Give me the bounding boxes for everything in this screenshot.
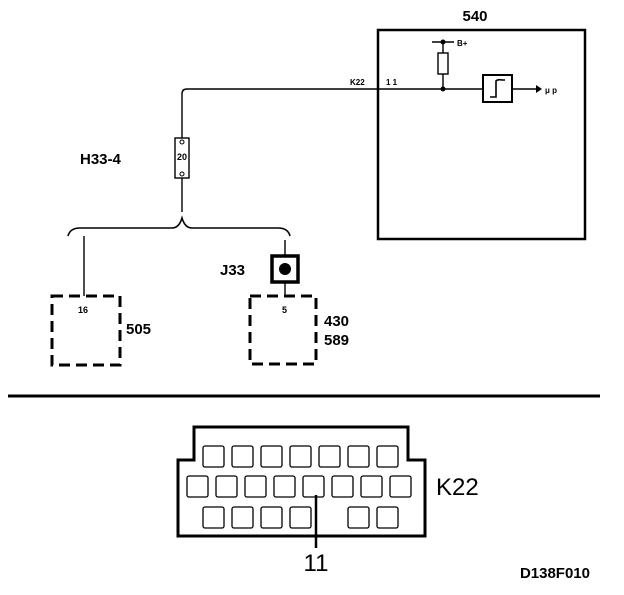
connector-k22-pins [186, 445, 412, 529]
splice-label: J33 [220, 262, 245, 279]
ecu-540-label: 540 [462, 8, 487, 25]
connector-pin [244, 475, 267, 498]
connector-pin [260, 506, 283, 529]
inline-connector-pin-bottom [179, 171, 185, 177]
connector-pin-highlighted [273, 475, 296, 498]
connector-pin [260, 445, 283, 468]
unit-505-box [50, 294, 122, 367]
connector-pin [231, 445, 254, 468]
schmitt-trigger-box [482, 74, 513, 103]
connector-pin [331, 475, 354, 498]
connector-k22-label: K22 [436, 474, 479, 501]
connector-pin [376, 445, 399, 468]
connector-pin [347, 445, 370, 468]
diagram-code: D138F010 [520, 565, 590, 582]
connector-pin [347, 506, 370, 529]
inline-connector-label: H33-4 [80, 151, 122, 168]
connector-pin [215, 475, 238, 498]
connector-pin [302, 475, 325, 498]
inline-connector-pin-number: 20 [177, 152, 187, 162]
connector-pin [289, 445, 312, 468]
unit-589-label: 589 [324, 332, 349, 349]
connector-pin [360, 475, 383, 498]
connector-pin [376, 506, 399, 529]
unit-430-pin: 5 [282, 305, 287, 315]
variant-brace [67, 215, 291, 237]
output-arrow-icon [536, 85, 542, 93]
connector-pin [186, 475, 209, 498]
ecu-pin-label: 1 1 [386, 78, 398, 87]
connector-pin [202, 445, 225, 468]
connector-pin [202, 506, 225, 529]
pullup-resistor [437, 52, 449, 75]
supply-label: B+ [457, 39, 468, 48]
inline-connector-pin-top [179, 139, 185, 145]
supply-node [440, 39, 446, 45]
connector-pin [289, 506, 312, 529]
connector-pin [318, 445, 341, 468]
output-label: μ p [545, 86, 557, 95]
main-signal-wire [181, 88, 443, 138]
splice-j33-dot [279, 263, 291, 275]
unit-430-label: 430 [324, 313, 349, 330]
wire-k22-label: K22 [350, 78, 365, 87]
unit-505-pin: 16 [78, 305, 88, 315]
ecu-540-box [376, 28, 587, 241]
pin-callout-number: 11 [304, 550, 329, 577]
connector-pin [231, 506, 254, 529]
connector-pin [389, 475, 412, 498]
unit-505-label: 505 [126, 321, 151, 338]
schmitt-trigger-icon [490, 78, 505, 98]
